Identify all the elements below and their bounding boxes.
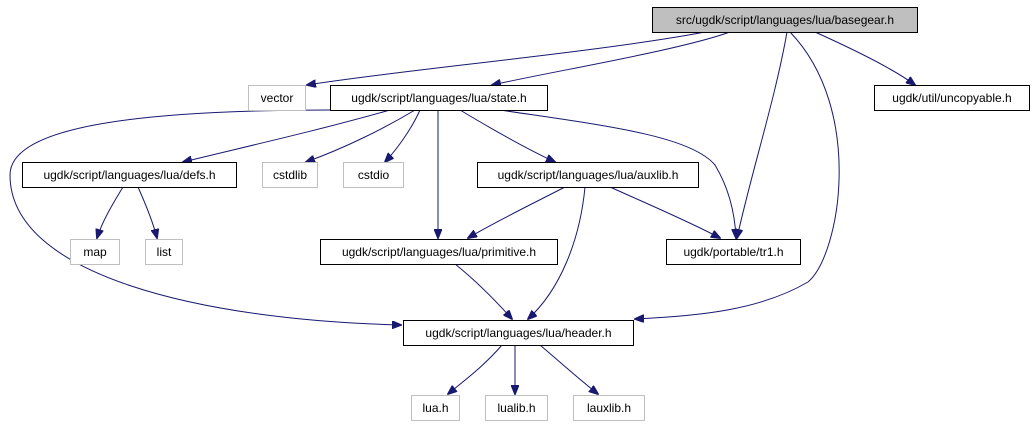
edge-auxlib-to-header xyxy=(528,186,586,319)
edge-state-to-defs xyxy=(183,109,391,162)
edges-layer xyxy=(9,31,915,394)
node-label-cstdio: cstdio xyxy=(358,168,390,182)
node-header[interactable]: ugdk/script/languages/lua/header.h xyxy=(403,320,634,346)
edge-defs-to-list xyxy=(137,186,157,238)
node-label-auxlib: ugdk/script/languages/lua/auxlib.h xyxy=(498,168,679,182)
node-label-lua: lua.h xyxy=(422,401,448,415)
node-label-vector: vector xyxy=(261,91,294,105)
node-box-tr1 xyxy=(666,239,801,265)
node-box-basegear xyxy=(652,7,918,33)
node-lualib: lualib.h xyxy=(485,395,548,421)
edge-state-to-cstdlib xyxy=(306,109,416,162)
node-label-lualib: lualib.h xyxy=(497,401,535,415)
edge-auxlib-to-tr1 xyxy=(609,186,720,238)
node-label-uncopyable: ugdk/util/uncopyable.h xyxy=(892,91,1011,105)
node-label-cstdlib: cstdlib xyxy=(273,168,307,182)
node-box-cstdio xyxy=(343,162,404,188)
node-box-lualib xyxy=(485,395,548,421)
node-basegear[interactable]: src/ugdk/script/languages/lua/basegear.h xyxy=(652,7,918,33)
node-primitive[interactable]: ugdk/script/languages/lua/primitive.h xyxy=(320,239,558,265)
node-box-defs xyxy=(22,162,237,188)
node-lua: lua.h xyxy=(411,395,460,421)
edge-state-to-tr1 xyxy=(499,109,736,238)
node-box-primitive xyxy=(320,239,558,265)
node-tr1[interactable]: ugdk/portable/tr1.h xyxy=(666,239,801,265)
node-lauxlib: lauxlib.h xyxy=(573,395,645,421)
nodes-layer: src/ugdk/script/languages/lua/basegear.h… xyxy=(22,7,1030,421)
edge-basegear-to-tr1 xyxy=(737,31,788,238)
node-box-vector xyxy=(248,85,306,111)
edge-primitive-to-header xyxy=(454,263,512,319)
edge-state-to-header xyxy=(9,109,401,325)
node-box-header xyxy=(403,320,634,346)
edge-basegear-to-header xyxy=(635,31,840,319)
node-label-basegear: src/ugdk/script/languages/lua/basegear.h xyxy=(676,13,894,27)
node-box-map xyxy=(70,239,120,265)
node-cstdlib: cstdlib xyxy=(262,162,318,188)
node-box-auxlib xyxy=(477,162,699,188)
node-box-lauxlib xyxy=(573,395,645,421)
node-auxlib[interactable]: ugdk/script/languages/lua/auxlib.h xyxy=(477,162,699,188)
node-box-uncopyable xyxy=(874,85,1030,111)
node-label-tr1: ugdk/portable/tr1.h xyxy=(683,245,783,259)
node-defs[interactable]: ugdk/script/languages/lua/defs.h xyxy=(22,162,237,188)
edge-auxlib-to-primitive xyxy=(468,186,566,238)
node-box-list xyxy=(145,239,183,265)
node-state[interactable]: ugdk/script/languages/lua/state.h xyxy=(330,85,548,111)
node-label-map: map xyxy=(83,245,107,259)
node-label-state: ugdk/script/languages/lua/state.h xyxy=(351,91,526,105)
edge-header-to-lua xyxy=(448,344,503,394)
node-list: list xyxy=(145,239,183,265)
edge-basegear-to-vector xyxy=(307,31,706,85)
node-box-state xyxy=(330,85,548,111)
node-map: map xyxy=(70,239,120,265)
node-box-cstdlib xyxy=(262,162,318,188)
node-box-lua xyxy=(411,395,460,421)
edge-defs-to-map xyxy=(97,186,124,238)
node-vector: vector xyxy=(248,85,306,111)
node-label-defs: ugdk/script/languages/lua/defs.h xyxy=(43,168,215,182)
edge-state-to-cstdio xyxy=(385,109,421,162)
node-label-lauxlib: lauxlib.h xyxy=(587,401,631,415)
edge-state-to-auxlib xyxy=(459,109,555,162)
edge-header-to-lauxlib xyxy=(539,344,598,394)
edge-basegear-to-state xyxy=(492,31,731,85)
node-label-header: ugdk/script/languages/lua/header.h xyxy=(425,326,611,340)
node-uncopyable[interactable]: ugdk/util/uncopyable.h xyxy=(874,85,1030,111)
node-label-list: list xyxy=(157,245,172,259)
node-label-primitive: ugdk/script/languages/lua/primitive.h xyxy=(342,245,536,259)
node-cstdio: cstdio xyxy=(343,162,404,188)
edge-basegear-to-uncopyable xyxy=(814,31,915,85)
